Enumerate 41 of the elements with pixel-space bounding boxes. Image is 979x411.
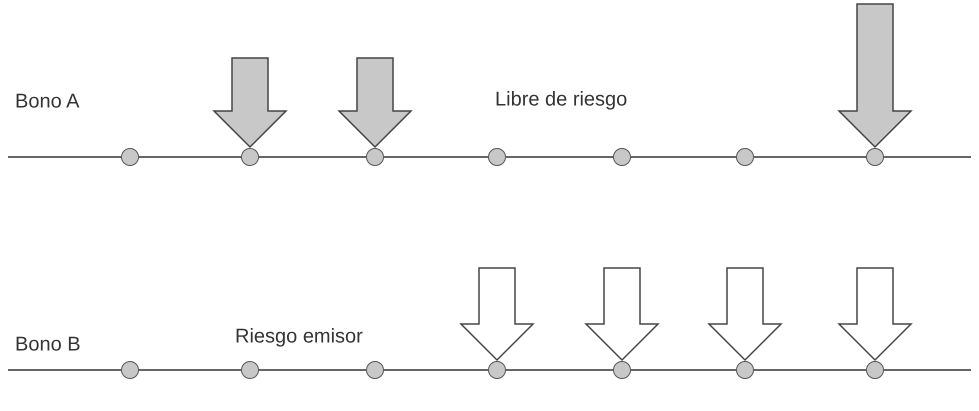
block-arrow: [337, 57, 413, 148]
timeline-dot: [613, 148, 631, 166]
block-arrow: [707, 267, 783, 362]
text-label: Libre de riesgo: [495, 88, 628, 112]
timeline-line: [384, 369, 488, 371]
timeline-line: [506, 156, 613, 158]
block-arrow: [837, 267, 913, 362]
block-arrow: [212, 57, 288, 148]
timeline-line: [754, 369, 866, 371]
timeline-line: [631, 156, 736, 158]
timeline-dot: [736, 148, 754, 166]
timeline-line: [884, 156, 971, 158]
timeline-line: [884, 369, 971, 371]
timeline-dot: [866, 361, 884, 379]
timeline-dot: [241, 361, 259, 379]
block-arrow: [837, 3, 913, 148]
timeline-dot: [736, 361, 754, 379]
timeline-line: [631, 369, 736, 371]
timeline-dot: [613, 361, 631, 379]
text-label: Riesgo emisor: [235, 326, 363, 348]
timeline-line: [139, 156, 241, 158]
block-arrow: [459, 267, 535, 362]
timeline-dot: [121, 148, 139, 166]
timeline-line: [259, 156, 366, 158]
timeline-dot: [866, 148, 884, 166]
timeline-dot: [366, 148, 384, 166]
bond-label: Bono A: [15, 90, 80, 114]
timeline-dot: [366, 361, 384, 379]
timeline-line: [754, 156, 866, 158]
timeline-dot: [488, 361, 506, 379]
bond-label: Bono B: [15, 334, 81, 356]
timeline-line: [384, 156, 488, 158]
timeline-line: [259, 369, 366, 371]
timeline-dot: [121, 361, 139, 379]
timeline-line: [139, 369, 241, 371]
timeline-dot: [488, 148, 506, 166]
block-arrow: [584, 267, 660, 362]
timeline-line: [8, 156, 121, 158]
timeline-line: [8, 369, 121, 371]
timeline-line: [506, 369, 613, 371]
timeline-dot: [241, 148, 259, 166]
